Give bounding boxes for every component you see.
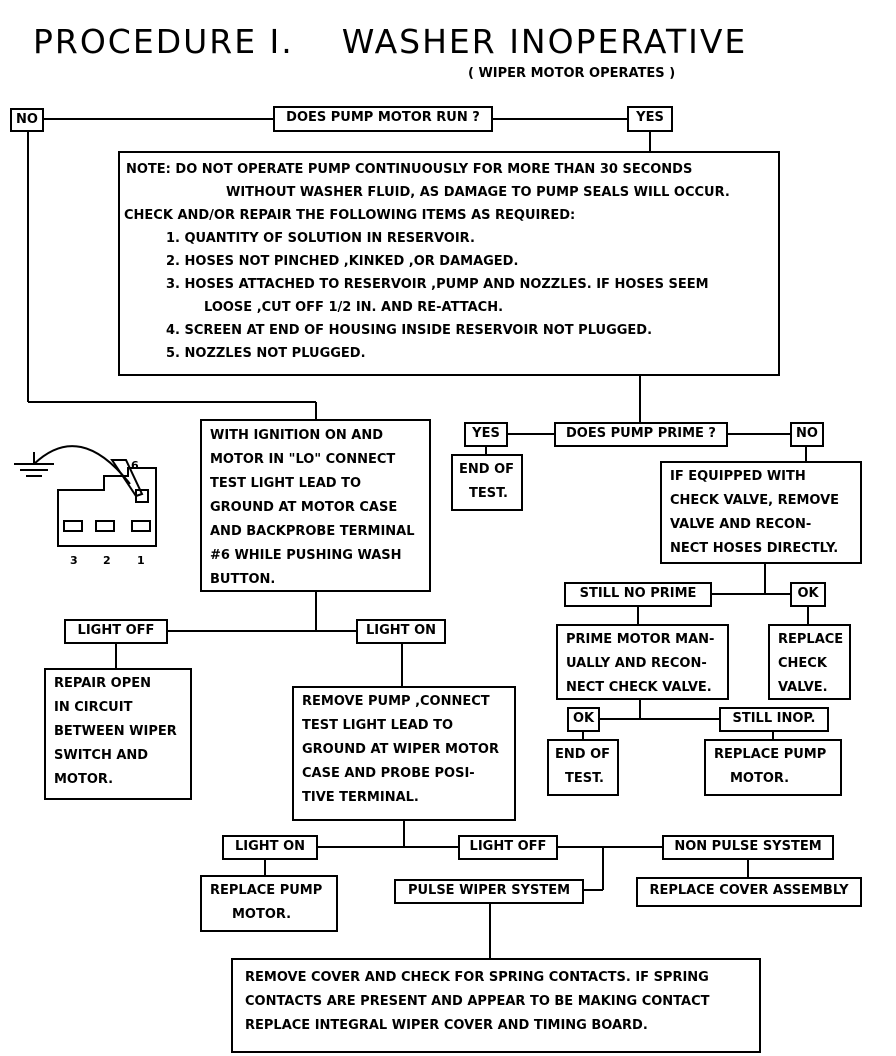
replace-check-valve-box: REPLACE CHECK VALVE. — [768, 624, 851, 700]
box-line: MOTOR. — [54, 772, 114, 787]
box-line: TEST. — [565, 771, 604, 786]
note-line: CHECK AND/OR REPAIR THE FOLLOWING ITEMS … — [124, 208, 576, 223]
box-line: IF EQUIPPED WITH — [670, 469, 806, 484]
box-line: TEST. — [469, 486, 508, 501]
question-pump-run: DOES PUMP MOTOR RUN ? — [273, 106, 493, 132]
check-valve-box: IF EQUIPPED WITH CHECK VALVE, REMOVE VAL… — [660, 461, 862, 564]
box-line: MOTOR. — [232, 907, 292, 922]
box-line: REMOVE PUMP ,CONNECT — [302, 694, 490, 709]
box-line: BUTTON. — [210, 572, 276, 587]
light-on-label-1: LIGHT ON — [356, 619, 446, 644]
box-line: CONTACTS ARE PRESENT AND APPEAR TO BE MA… — [245, 994, 710, 1009]
no-label-top: NO — [10, 108, 44, 132]
box-line: GROUND AT MOTOR CASE — [210, 500, 398, 515]
box-line: REPAIR OPEN — [54, 676, 151, 691]
note-item: 1. QUANTITY OF SOLUTION IN RESERVOIR. — [166, 231, 475, 246]
ok-label-1: OK — [790, 582, 826, 607]
box-line: NECT CHECK VALVE. — [566, 680, 712, 695]
yes-label-top: YES — [627, 106, 673, 132]
box-line: IN CIRCUIT — [54, 700, 133, 715]
box-line: SWITCH AND — [54, 748, 149, 763]
box-line: CHECK VALVE, REMOVE — [670, 493, 840, 508]
box-line: UALLY AND RECON- — [566, 656, 707, 671]
replace-pump-box-1: REPLACE PUMP MOTOR. — [704, 739, 842, 796]
box-line: TEST LIGHT LEAD TO — [302, 718, 454, 733]
light-on-label-2: LIGHT ON — [222, 835, 318, 860]
still-inop-label: STILL INOP. — [719, 707, 829, 732]
box-line: CASE AND PROBE POSI- — [302, 766, 475, 781]
end-of-test-box-1: END OF TEST. — [451, 454, 523, 511]
note-box: NOTE: DO NOT OPERATE PUMP CONTINUOUSLY F… — [118, 151, 780, 376]
box-line: NECT HOSES DIRECTLY. — [670, 541, 839, 556]
terminal-1-label: 1 — [137, 554, 145, 567]
remove-cover-box: REMOVE COVER AND CHECK FOR SPRING CONTAC… — [231, 958, 761, 1053]
repair-open-box: REPAIR OPEN IN CIRCUIT BETWEEN WIPER SWI… — [44, 668, 192, 800]
replace-pump-box-2: REPLACE PUMP MOTOR. — [200, 875, 338, 932]
title-description: WASHER INOPERATIVE — [341, 22, 748, 61]
box-line: TEST LIGHT LEAD TO — [210, 476, 362, 491]
terminal-6-label: 6 — [131, 459, 139, 472]
box-line: CHECK — [778, 656, 827, 671]
terminal-2-label: 2 — [103, 554, 111, 567]
replace-cover-assembly-label: REPLACE COVER ASSEMBLY — [636, 877, 862, 907]
light-off-label-1: LIGHT OFF — [64, 619, 168, 644]
still-no-prime-label: STILL NO PRIME — [564, 582, 712, 607]
box-line: #6 WHILE PUSHING WASH — [210, 548, 402, 563]
box-line: GROUND AT WIPER MOTOR — [302, 742, 499, 757]
pulse-wiper-system-label: PULSE WIPER SYSTEM — [394, 879, 584, 904]
note-item: 3. HOSES ATTACHED TO RESERVOIR ,PUMP AND… — [166, 277, 709, 292]
box-line: REPLACE PUMP — [210, 883, 323, 898]
note-item: 5. NOZZLES NOT PLUGGED. — [166, 346, 366, 361]
box-line: REPLACE INTEGRAL WIPER COVER AND TIMING … — [245, 1018, 648, 1033]
ok-label-2: OK — [567, 707, 600, 732]
box-line: REPLACE PUMP — [714, 747, 827, 762]
box-line: VALVE. — [778, 680, 828, 695]
note-item: 4. SCREEN AT END OF HOUSING INSIDE RESER… — [166, 323, 653, 338]
note-line: WITHOUT WASHER FLUID, AS DAMAGE TO PUMP … — [226, 185, 730, 200]
yes-label-prime: YES — [464, 422, 508, 447]
box-line: TIVE TERMINAL. — [302, 790, 419, 805]
question-pump-prime: DOES PUMP PRIME ? — [554, 422, 728, 447]
non-pulse-system-label: NON PULSE SYSTEM — [662, 835, 834, 860]
prime-motor-box: PRIME MOTOR MAN- UALLY AND RECON- NECT C… — [556, 624, 729, 700]
terminal-3-label: 3 — [70, 554, 78, 567]
box-line: MOTOR. — [730, 771, 790, 786]
box-line: END OF — [555, 747, 611, 762]
box-line: WITH IGNITION ON AND — [210, 428, 384, 443]
box-line: BETWEEN WIPER — [54, 724, 177, 739]
box-line: PRIME MOTOR MAN- — [566, 632, 715, 647]
end-of-test-box-2: END OF TEST. — [547, 739, 619, 796]
ignition-test-box: WITH IGNITION ON AND MOTOR IN "LO" CONNE… — [200, 419, 431, 592]
box-line: END OF — [459, 462, 515, 477]
box-line: REPLACE — [778, 632, 844, 647]
page-title: PROCEDURE I. WASHER INOPERATIVE — [33, 22, 747, 61]
page-subtitle: ( WIPER MOTOR OPERATES ) — [468, 66, 676, 81]
remove-pump-box: REMOVE PUMP ,CONNECT TEST LIGHT LEAD TO … — [292, 686, 516, 821]
note-line: NOTE: DO NOT OPERATE PUMP CONTINUOUSLY F… — [126, 162, 693, 177]
box-line: VALVE AND RECON- — [670, 517, 812, 532]
light-off-label-2: LIGHT OFF — [458, 835, 558, 860]
box-line: REMOVE COVER AND CHECK FOR SPRING CONTAC… — [245, 970, 709, 985]
note-item-cont: LOOSE ,CUT OFF 1/2 IN. AND RE-ATTACH. — [204, 300, 504, 315]
box-line: MOTOR IN "LO" CONNECT — [210, 452, 396, 467]
note-item: 2. HOSES NOT PINCHED ,KINKED ,OR DAMAGED… — [166, 254, 519, 269]
box-line: AND BACKPROBE TERMINAL — [210, 524, 415, 539]
no-label-prime: NO — [790, 422, 824, 447]
title-procedure: PROCEDURE I. — [33, 22, 294, 61]
